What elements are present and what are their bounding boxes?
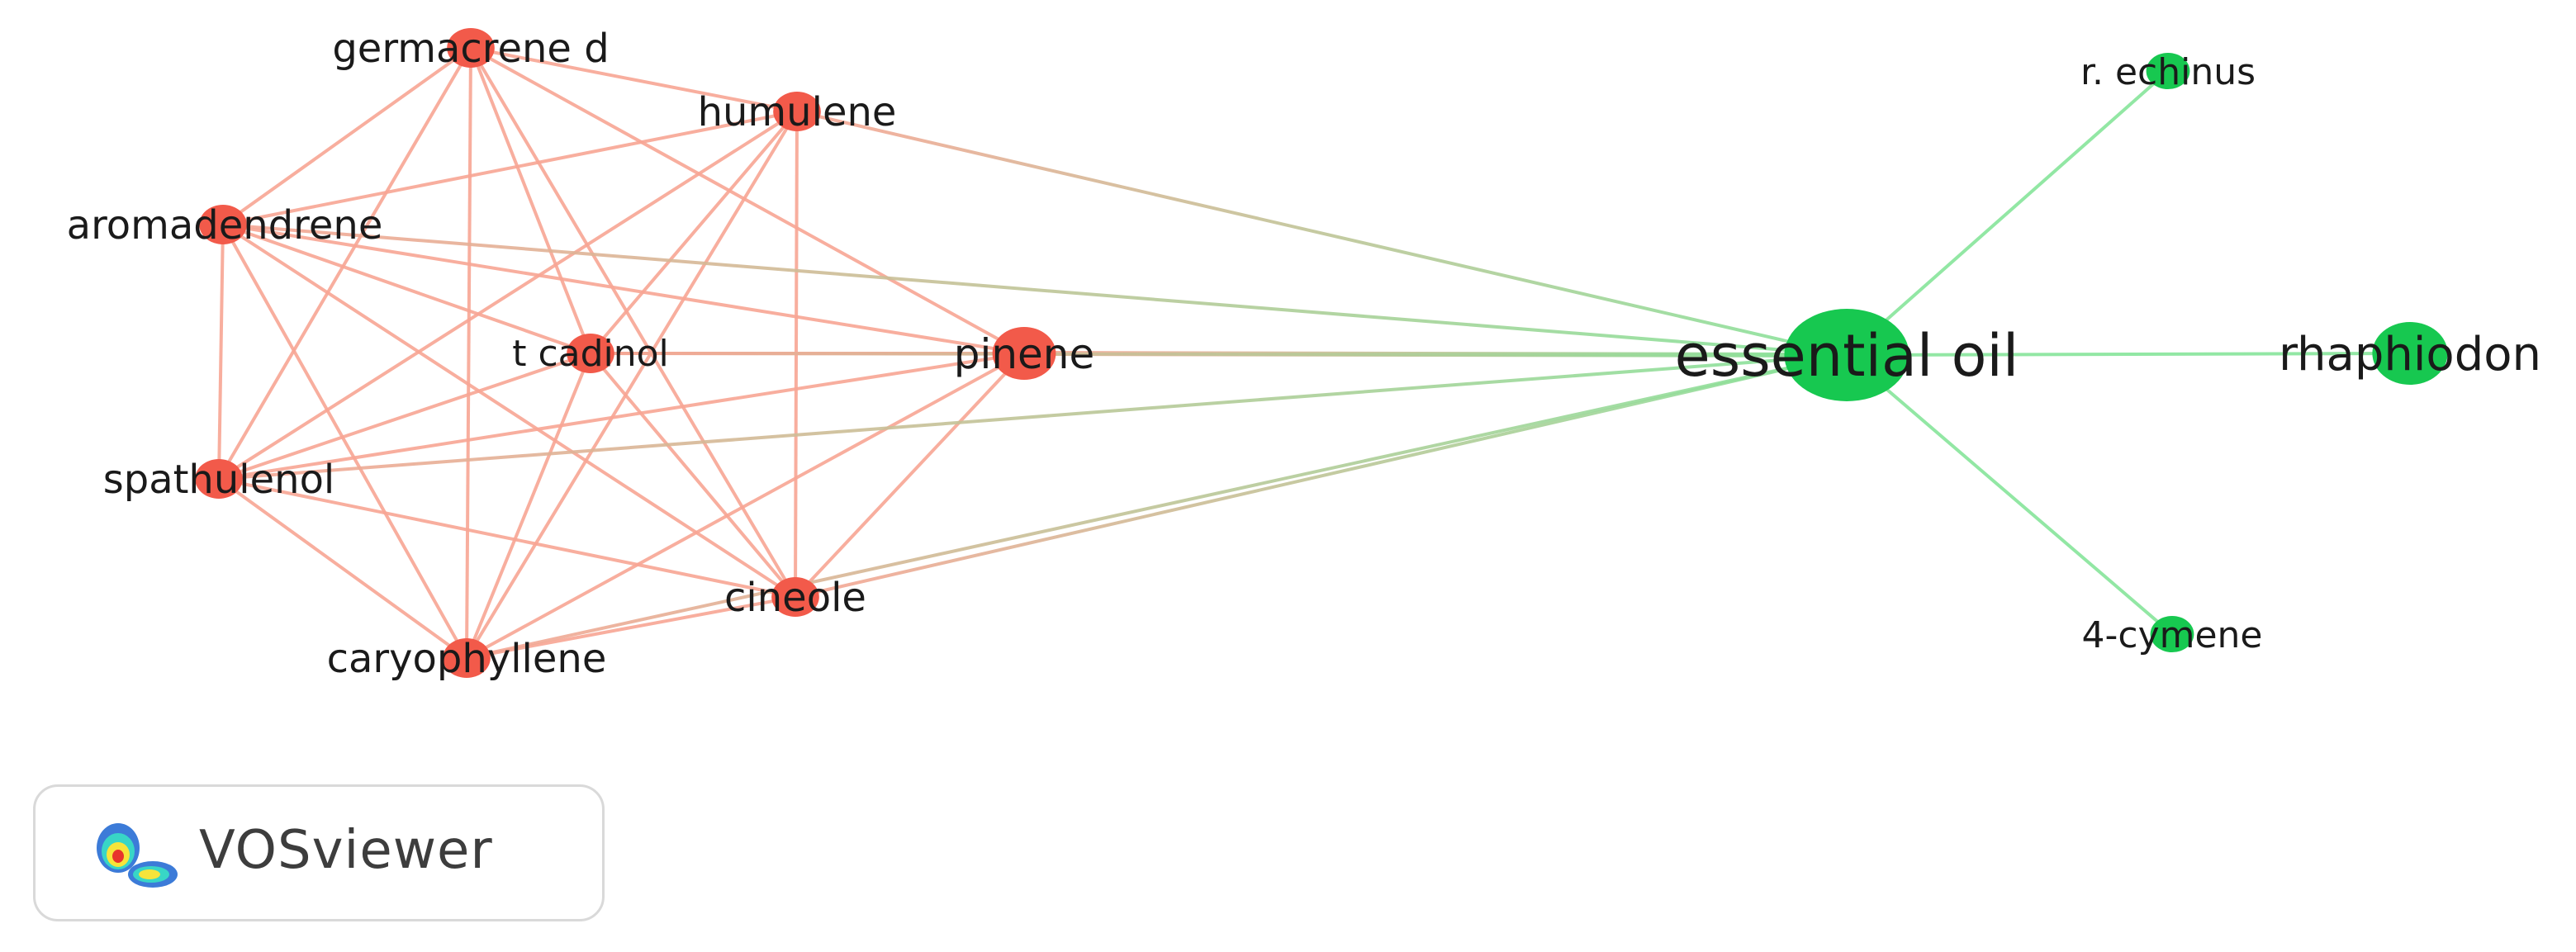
- vosviewer-logo-badge: VOSviewer: [33, 784, 605, 921]
- node-label-r-echinus: r. echinus: [2080, 51, 2256, 93]
- edge-essential_oil-rhaphiodon: [1846, 352, 2411, 357]
- edge-humulene-aromadendrene: [222, 110, 798, 226]
- edge-spathulenol-caryophyllene: [217, 477, 468, 660]
- edge-germacrene_d-humulene: [470, 46, 798, 113]
- edge-essential_oil-spathulenol: [218, 353, 1848, 481]
- node-label-essential-oil: essential oil: [1675, 322, 2019, 390]
- edge-t_cadinol-caryophyllene: [465, 353, 592, 659]
- nodes-layer: [195, 28, 2448, 678]
- node-label-spathulenol: spathulenol: [103, 457, 335, 503]
- edge-pinene-cineole: [794, 352, 1026, 599]
- edge-humulene-spathulenol: [217, 110, 799, 481]
- edge-spathulenol-cineole: [218, 477, 796, 599]
- node-label-4-cymene: 4-cymene: [2082, 614, 2263, 656]
- edge-germacrene_d-spathulenol: [217, 46, 472, 481]
- edge-essential_oil-aromadendrene: [222, 223, 1848, 357]
- edge-aromadendrene-t_cadinol: [222, 223, 591, 355]
- node-label-humulene: humulene: [698, 89, 897, 135]
- node-label-pinene: pinene: [954, 330, 1095, 378]
- node-spathulenol[interactable]: [195, 459, 243, 499]
- node-rhaphiodon[interactable]: [2372, 322, 2448, 385]
- edge-aromadendrene-pinene: [222, 223, 1025, 355]
- node-humulene[interactable]: [773, 92, 821, 131]
- edge-germacrene_d-caryophyllene: [465, 47, 472, 659]
- edge-germacrene_d-aromadendrene: [221, 46, 472, 226]
- edge-essential_oil-humulene: [796, 110, 1848, 357]
- edge-aromadendrene-spathulenol: [217, 224, 225, 480]
- edge-essential_oil-r_echinus: [1845, 69, 2170, 357]
- edge-aromadendrene-cineole: [221, 223, 797, 599]
- node-4-cymene[interactable]: [2150, 616, 2194, 652]
- labels-layer: germacrene d humulene aromadendrene t cadin…: [67, 26, 2541, 682]
- edge-germacrene_d-t_cadinol: [469, 47, 592, 354]
- node-aromadendrene[interactable]: [199, 205, 247, 244]
- edge-essential_oil-4_cymene: [1845, 353, 2174, 636]
- vosviewer-logo-text: VOSviewer: [199, 820, 493, 881]
- node-cineole[interactable]: [771, 577, 819, 617]
- edge-cineole-caryophyllene: [466, 595, 796, 660]
- node-t-cadinol[interactable]: [567, 334, 614, 373]
- node-label-aromadendrene: aromadendrene: [67, 202, 383, 249]
- node-pinene[interactable]: [992, 327, 1056, 380]
- edge-pinene-caryophyllene: [466, 352, 1025, 660]
- edge-aromadendrene-caryophyllene: [221, 224, 468, 659]
- edge-essential_oil-caryophyllene: [466, 353, 1848, 660]
- edge-humulene-caryophyllene: [465, 110, 799, 660]
- edges-layer: [217, 46, 2411, 660]
- edge-pinene-spathulenol: [218, 352, 1025, 481]
- edge-t_cadinol-cineole: [589, 352, 797, 599]
- node-label-t-cadinol: t cadinol: [512, 333, 669, 375]
- node-r-echinus[interactable]: [2146, 53, 2190, 89]
- node-label-caryophyllene: caryophyllene: [327, 636, 607, 682]
- node-label-rhaphiodon: rhaphiodon: [2279, 328, 2541, 381]
- edge-essential_oil-cineole: [795, 353, 1848, 599]
- node-germacrene-d[interactable]: [447, 28, 495, 68]
- node-caryophyllene[interactable]: [443, 638, 491, 678]
- edge-humulene-t_cadinol: [589, 110, 799, 355]
- edge-germacrene_d-pinene: [470, 46, 1025, 355]
- node-label-germacrene-d: germacrene d: [332, 26, 609, 72]
- node-label-cineole: cineole: [724, 575, 866, 621]
- edge-t_cadinol-spathulenol: [218, 352, 591, 481]
- node-essential-oil[interactable]: [1784, 309, 1909, 401]
- edge-essential_oil-t_cadinol: [590, 352, 1848, 357]
- edge-germacrene_d-cineole: [469, 46, 797, 599]
- vosviewer-density-icon: [97, 823, 178, 888]
